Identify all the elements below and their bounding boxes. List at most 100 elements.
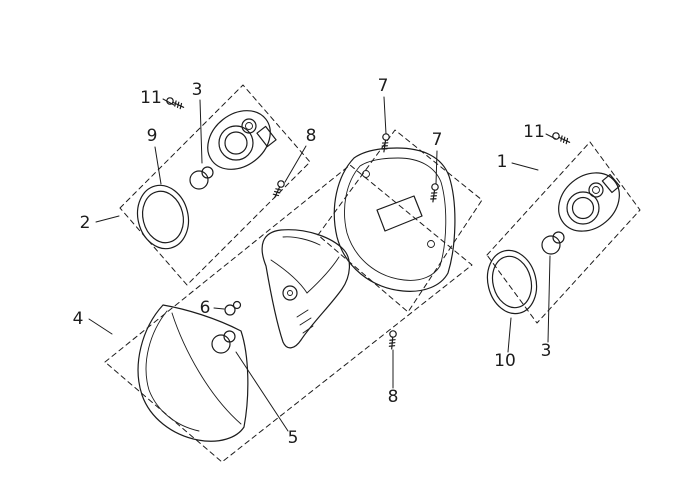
callout-label: 3 <box>192 80 203 100</box>
visor-inner-edge <box>145 310 200 432</box>
callout-8-lower: 8 <box>388 349 399 407</box>
lens-ring-right-outer <box>486 249 538 315</box>
leader-line <box>435 150 438 185</box>
callout-9: 9 <box>147 126 162 185</box>
bulb-left-drawing <box>189 166 214 190</box>
garnish-inner-outline <box>344 157 447 281</box>
group-box-right-lamp <box>486 141 641 324</box>
callout-11-left: 11 <box>140 88 175 108</box>
garnish-slot <box>376 195 423 232</box>
headlamp-right-pilot-hole <box>588 182 604 198</box>
callout-10: 10 <box>494 317 516 371</box>
headlamp-left-reflector-outer <box>218 125 254 161</box>
callout-label: 7 <box>432 130 443 150</box>
front-mask-drawing <box>261 229 350 349</box>
lens-ring-left-inner <box>142 190 184 244</box>
callout-label: 11 <box>523 122 545 142</box>
leader-line <box>95 215 120 223</box>
leader-line <box>547 255 551 343</box>
screw-11-left-drawing <box>165 96 186 111</box>
callout-11-right: 11 <box>523 122 557 142</box>
callout-3-left: 3 <box>192 80 203 164</box>
screw-8-lower-drawing <box>387 329 398 350</box>
garnish-drawing <box>333 147 456 292</box>
front-mask-outline <box>261 229 350 349</box>
callout-4: 4 <box>73 309 113 335</box>
front-mask-hatch-lines <box>296 309 314 334</box>
callout-label: 2 <box>80 213 91 233</box>
leader-line <box>213 307 225 310</box>
callout-7-lower: 7 <box>432 130 443 185</box>
visor-drawing <box>137 304 249 442</box>
group-box-front-cover <box>104 164 473 463</box>
callout-label: 5 <box>288 428 299 448</box>
bulb-6-glass <box>224 304 236 316</box>
callout-label: 7 <box>378 76 389 96</box>
front-mask-keyhole-inner <box>287 290 293 296</box>
bulb-6-base <box>232 300 242 310</box>
bulb-left-base <box>201 166 214 179</box>
leader-line <box>235 351 289 432</box>
lens-ring-left-outer <box>136 184 190 250</box>
headlamp-left-pilot-center <box>245 122 253 130</box>
garnish-outline <box>333 147 456 292</box>
group-box-garnish <box>317 129 483 313</box>
screw-8-upper-drawing <box>271 179 286 200</box>
bulb-6-drawing <box>224 300 242 316</box>
bulb-right-glass <box>541 235 561 255</box>
callout-3-right: 3 <box>541 255 552 361</box>
callout-6: 6 <box>200 298 225 318</box>
callout-label: 1 <box>497 152 508 172</box>
leader-line <box>507 317 512 353</box>
bulb-5-drawing <box>211 330 236 354</box>
callout-label: 11 <box>140 88 162 108</box>
leader-line <box>199 99 203 164</box>
callout-1: 1 <box>497 152 539 172</box>
lens-ring-right-inner <box>491 255 533 309</box>
front-mask-keyhole-outer <box>282 285 298 301</box>
callout-label: 10 <box>494 351 516 371</box>
front-mask-detail-right <box>306 256 340 294</box>
front-mask-detail-left <box>270 259 308 294</box>
callout-label: 4 <box>73 309 84 329</box>
leader-line <box>383 96 387 135</box>
front-mask-detail-top <box>282 236 321 246</box>
headlamp-left-connector-tab <box>256 125 277 148</box>
headlamp-right-reflector-inner <box>571 196 595 220</box>
headlamp-left-reflector-inner <box>224 131 248 155</box>
bulb-right-drawing <box>541 231 565 255</box>
headlamp-right-pilot-center <box>592 186 600 194</box>
lens-ring-left-drawing <box>136 184 190 250</box>
bulb-right-base <box>552 231 565 244</box>
leader-line <box>88 318 113 335</box>
leader-line <box>511 162 539 171</box>
headlamp-unit-right-drawing <box>558 172 621 232</box>
group-box-left-lamp <box>119 84 311 286</box>
callout-label: 6 <box>200 298 211 318</box>
bulb-left-glass <box>189 170 209 190</box>
headlamp-right-reflector-outer <box>566 191 600 225</box>
callout-label: 8 <box>388 387 399 407</box>
visor-crease-line <box>171 312 242 425</box>
callout-2: 2 <box>80 213 120 233</box>
headlamp-right-connector-tab <box>601 173 621 194</box>
leader-line <box>154 146 162 185</box>
callout-label: 9 <box>147 126 158 146</box>
headlamp-left-housing <box>207 110 271 170</box>
bulb-5-base <box>223 330 236 343</box>
visor-outline <box>137 304 249 442</box>
headlamp-right-housing <box>558 172 620 232</box>
screw-7-lower-drawing <box>429 182 440 203</box>
lens-ring-right-drawing <box>486 249 538 315</box>
leader-line <box>284 145 307 183</box>
leader-line <box>545 133 557 140</box>
leader-line <box>162 98 175 106</box>
callout-label: 3 <box>541 341 552 361</box>
callout-5: 5 <box>235 351 299 448</box>
garnish-screw-hole-upper <box>362 170 370 178</box>
headlamp-left-pilot-hole <box>241 118 257 134</box>
callout-label: 8 <box>306 126 317 146</box>
headlamp-unit-left-drawing <box>207 110 277 170</box>
screw-7-upper-drawing <box>380 132 391 153</box>
